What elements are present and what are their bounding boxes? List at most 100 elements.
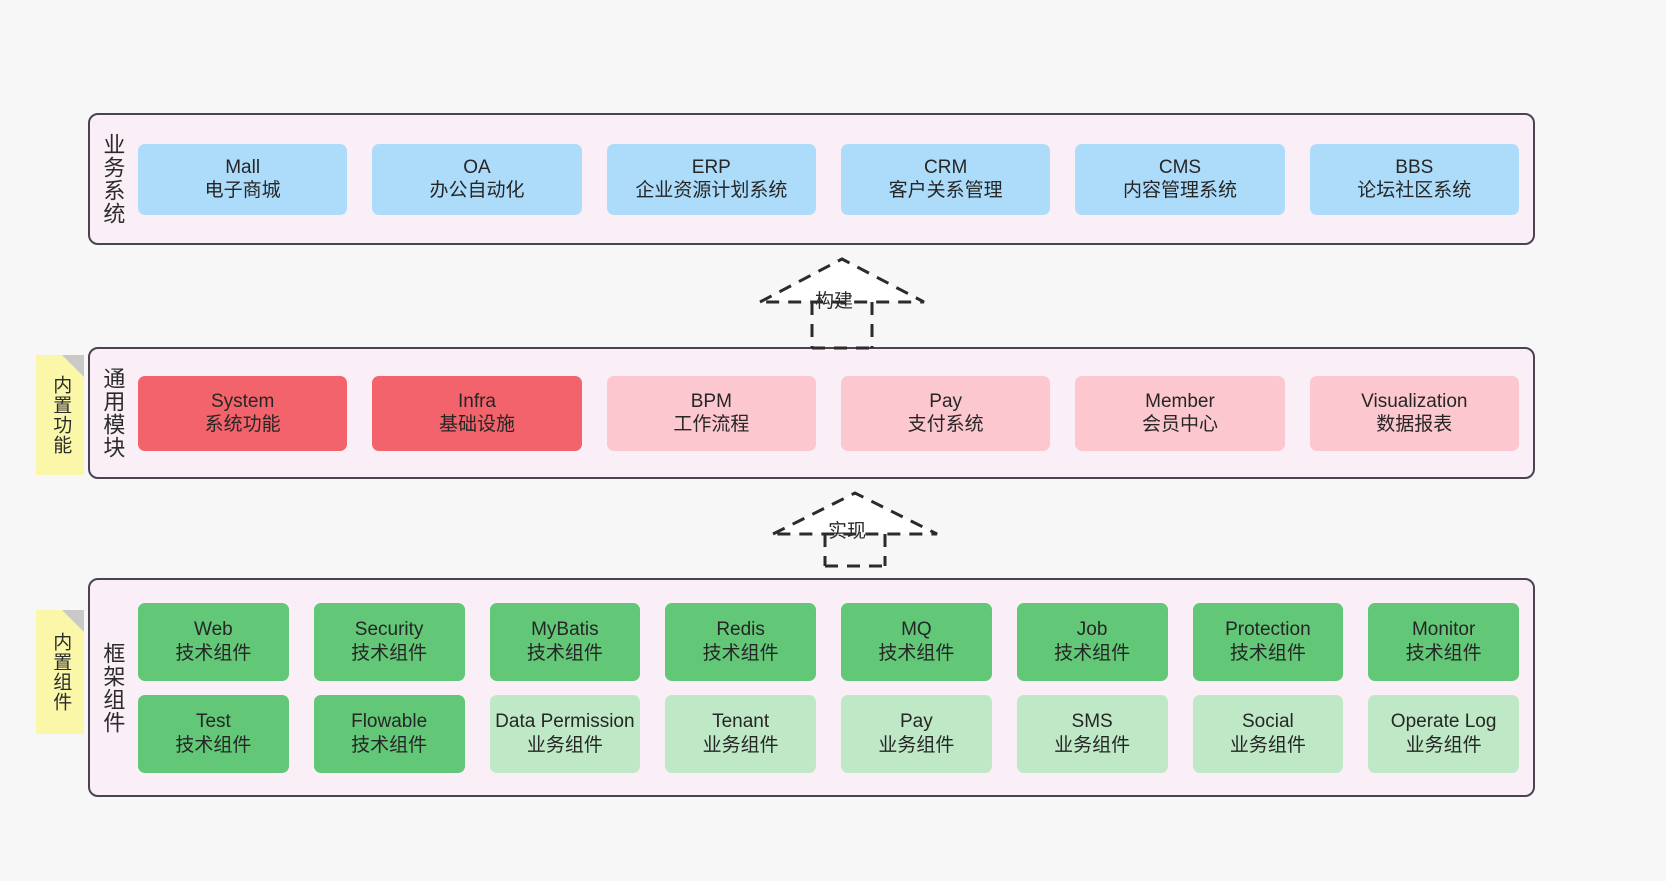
card-mq[interactable]: MQ 技术组件 <box>841 602 992 681</box>
layer-framework-components: 框架组件 Web 技术组件 Security 技术组件 MyBatis 技术组件… <box>88 578 1535 797</box>
card-subtitle: 技术组件 <box>351 734 428 756</box>
card-title: MQ <box>901 619 932 641</box>
card-row: Mall 电子商城 OA 办公自动化 ERP 企业资源计划系统 CRM 客户关系… <box>138 143 1519 215</box>
card-row: Web 技术组件 Security 技术组件 MyBatis 技术组件 Redi… <box>138 602 1519 681</box>
card-title: OA <box>463 156 491 178</box>
generalization-arrow-icon <box>772 491 938 568</box>
layer-business-systems: 业务系统 Mall 电子商城 OA 办公自动化 ERP 企业资源计划系统 CRM… <box>88 113 1535 245</box>
card-subtitle: 数据报表 <box>1376 414 1453 435</box>
connector-implement-label: 实现 <box>828 521 867 542</box>
card-title: System <box>210 390 275 412</box>
card-tenant[interactable]: Tenant 业务组件 <box>665 694 816 773</box>
card-subtitle: 内容管理系统 <box>1122 180 1237 201</box>
card-title: Tenant <box>712 711 770 733</box>
card-sms[interactable]: SMS 业务组件 <box>1016 694 1168 773</box>
card-title: Visualization <box>1361 390 1468 412</box>
card-erp[interactable]: ERP 企业资源计划系统 <box>606 143 816 215</box>
card-monitor[interactable]: Monitor 技术组件 <box>1368 602 1519 681</box>
connector-build-label: 构建 <box>815 291 854 312</box>
card-protection[interactable]: Protection 技术组件 <box>1192 602 1344 681</box>
layer-title-common: 通用模块 <box>100 367 126 459</box>
card-title: SMS <box>1071 711 1113 733</box>
card-member[interactable]: Member 会员中心 <box>1075 375 1285 451</box>
card-visualization[interactable]: Visualization 数据报表 <box>1309 375 1519 451</box>
card-crm[interactable]: CRM 客户关系管理 <box>840 143 1051 215</box>
card-subtitle: 技术组件 <box>351 642 428 664</box>
card-subtitle: 技术组件 <box>1405 642 1482 664</box>
layer-common-modules: 通用模块 System 系统功能 Infra 基础设施 BPM 工作流程 Pay… <box>88 347 1535 479</box>
card-bbs[interactable]: BBS 论坛社区系统 <box>1309 143 1519 215</box>
card-redis[interactable]: Redis 技术组件 <box>665 602 816 681</box>
card-mybatis[interactable]: MyBatis 技术组件 <box>489 602 641 681</box>
card-mall[interactable]: Mall 电子商城 <box>138 143 348 215</box>
sticky-note-label: 内置功能 <box>50 375 72 455</box>
card-title: Protection <box>1225 619 1311 641</box>
card-subtitle: 电子商城 <box>204 180 281 201</box>
card-job[interactable]: Job 技术组件 <box>1016 602 1168 681</box>
card-subtitle: 办公自动化 <box>429 180 525 201</box>
card-subtitle: 企业资源计划系统 <box>635 180 788 201</box>
card-subtitle: 客户关系管理 <box>888 180 1003 201</box>
card-test[interactable]: Test 技术组件 <box>138 694 289 773</box>
layer-body-common: System 系统功能 Infra 基础设施 BPM 工作流程 Pay 支付系统… <box>134 349 1533 477</box>
card-infra[interactable]: Infra 基础设施 <box>372 375 582 451</box>
card-subtitle: 技术组件 <box>702 642 779 664</box>
card-title: Monitor <box>1411 619 1476 641</box>
sticky-note-label: 内置组件 <box>50 632 72 712</box>
card-subtitle: 技术组件 <box>175 734 252 756</box>
card-flowable[interactable]: Flowable 技术组件 <box>313 694 465 773</box>
card-title: Web <box>194 619 233 641</box>
card-bpm[interactable]: BPM 工作流程 <box>606 375 816 451</box>
card-title: Operate Log <box>1390 711 1497 733</box>
generalization-arrow-icon <box>759 257 925 350</box>
sticky-note-builtin-features: 内置功能 <box>36 355 84 475</box>
card-security[interactable]: Security 技术组件 <box>313 602 465 681</box>
card-cms[interactable]: CMS 内容管理系统 <box>1075 143 1285 215</box>
card-web[interactable]: Web 技术组件 <box>138 602 289 681</box>
card-subtitle: 业务组件 <box>526 734 603 756</box>
connector-build: 构建 <box>755 252 930 350</box>
card-title: Member <box>1145 390 1215 412</box>
card-title: Test <box>195 711 231 733</box>
card-subtitle: 支付系统 <box>907 414 984 435</box>
card-title: BBS <box>1395 156 1434 178</box>
card-title: Mall <box>225 156 261 178</box>
card-subtitle: 业务组件 <box>702 734 779 756</box>
card-subtitle: 业务组件 <box>1054 734 1131 756</box>
card-title: Infra <box>457 390 496 412</box>
card-data-permission[interactable]: Data Permission 业务组件 <box>489 694 641 773</box>
card-subtitle: 技术组件 <box>1229 642 1306 664</box>
card-title: Pay <box>929 390 963 412</box>
card-subtitle: 业务组件 <box>1229 734 1306 756</box>
card-row: Test 技术组件 Flowable 技术组件 Data Permission … <box>138 694 1519 773</box>
card-title: Social <box>1242 711 1294 733</box>
card-title: CMS <box>1158 156 1202 178</box>
card-title: Flowable <box>351 711 428 733</box>
card-subtitle: 技术组件 <box>526 642 603 664</box>
card-subtitle: 业务组件 <box>1405 734 1482 756</box>
card-subtitle: 技术组件 <box>175 642 252 664</box>
card-social[interactable]: Social 业务组件 <box>1192 694 1344 773</box>
layer-title-business: 业务系统 <box>100 133 126 225</box>
card-system[interactable]: System 系统功能 <box>138 375 348 451</box>
card-pay-business[interactable]: Pay 业务组件 <box>841 694 992 773</box>
card-subtitle: 基础设施 <box>438 414 515 435</box>
card-title: CRM <box>924 156 968 178</box>
card-title: Job <box>1076 619 1108 641</box>
card-pay[interactable]: Pay 支付系统 <box>840 375 1051 451</box>
card-subtitle: 工作流程 <box>673 414 750 435</box>
card-title: Security <box>354 619 424 641</box>
layer-body-framework: Web 技术组件 Security 技术组件 MyBatis 技术组件 Redi… <box>134 580 1533 795</box>
layer-body-business: Mall 电子商城 OA 办公自动化 ERP 企业资源计划系统 CRM 客户关系… <box>134 115 1533 243</box>
layer-title-framework: 框架组件 <box>100 641 126 734</box>
card-title: MyBatis <box>531 619 599 641</box>
card-title: BPM <box>690 390 732 412</box>
card-oa[interactable]: OA 办公自动化 <box>372 143 582 215</box>
card-title: ERP <box>691 156 731 178</box>
connector-implement: 实现 <box>768 488 943 568</box>
card-title: Pay <box>900 711 933 733</box>
card-subtitle: 论坛社区系统 <box>1357 180 1472 201</box>
card-title: Data Permission <box>495 711 635 733</box>
card-operate-log[interactable]: Operate Log 业务组件 <box>1368 694 1519 773</box>
card-subtitle: 技术组件 <box>878 642 955 664</box>
